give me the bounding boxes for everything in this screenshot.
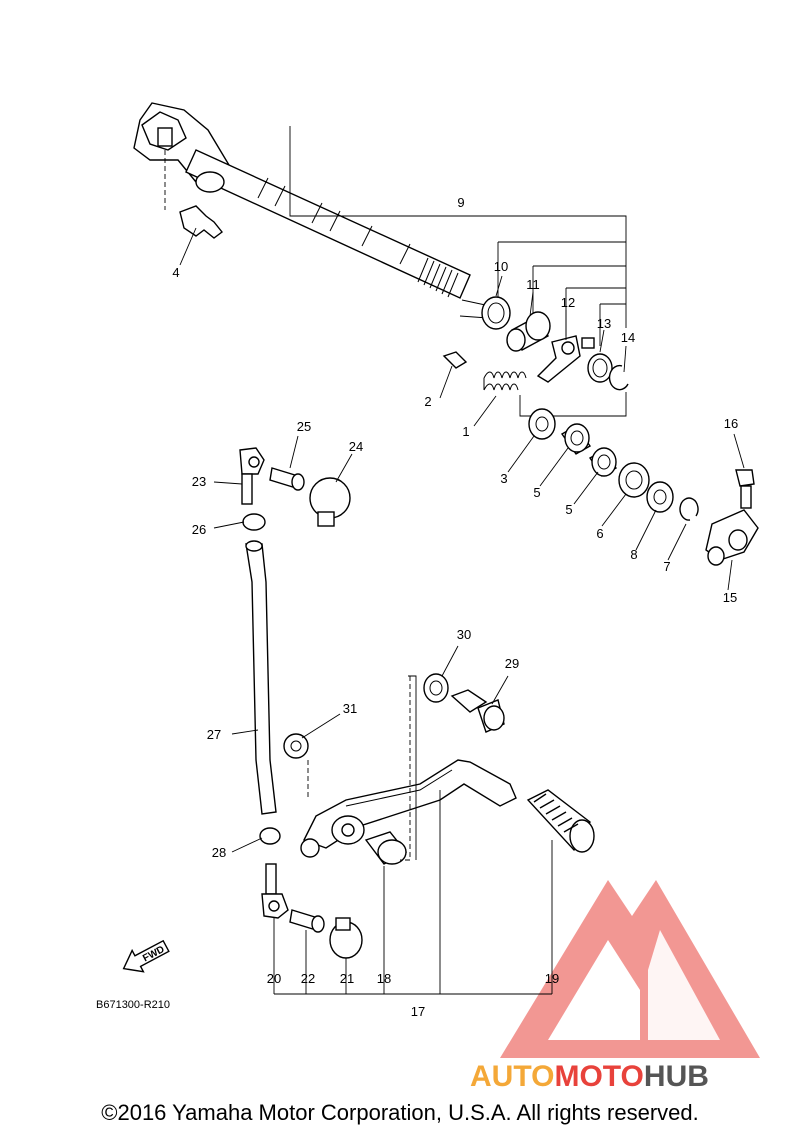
part-28-nut — [259, 827, 281, 845]
callout-16: 16 — [724, 416, 738, 431]
callout-25: 25 — [297, 419, 311, 434]
part-10-torsion-spring — [459, 296, 511, 330]
part-13-washer — [587, 353, 613, 383]
watermark-logo: AUTOMOTOHUB — [470, 880, 760, 1093]
part-8-washer — [646, 481, 674, 513]
leader-lines — [179, 227, 745, 853]
callout-24: 24 — [349, 439, 363, 454]
part-23-rod-end — [239, 447, 265, 505]
callout-19: 19 — [545, 971, 559, 986]
part-26-nut — [242, 513, 266, 531]
svg-text:AUTOMOTOHUB: AUTOMOTOHUB — [470, 1060, 709, 1093]
callout-31: 31 — [343, 701, 357, 716]
part-25-bolt — [269, 467, 305, 491]
watermark-hub: HUB — [644, 1060, 709, 1093]
part-24-cap — [309, 477, 351, 527]
callout-17: 17 — [411, 1004, 425, 1019]
part-5-bearing-a — [560, 423, 592, 455]
shift-shaft — [185, 149, 471, 299]
callout-13: 13 — [597, 316, 611, 331]
copyright-notice: ©2016 Yamaha Motor Corporation, U.S.A. A… — [101, 1100, 699, 1125]
part-4-stud — [179, 205, 223, 239]
part-29-pivot-bolt — [450, 689, 505, 733]
part-1-spring — [483, 371, 527, 391]
callout-22: 22 — [301, 971, 315, 986]
part-3-washer — [528, 408, 556, 440]
diagram-code: B671300-R210 — [96, 999, 170, 1011]
callout-27: 27 — [207, 727, 221, 742]
shift-shaft-group — [133, 102, 759, 566]
part-12-plate — [536, 335, 581, 383]
part-5-bearing-b — [589, 447, 617, 477]
fwd-arrow-icon: FWD — [122, 939, 170, 973]
callout-2: 2 — [424, 394, 431, 409]
callout-23: 23 — [192, 474, 206, 489]
callout-11: 11 — [526, 277, 540, 292]
part-22-bolt — [289, 909, 325, 933]
pedal-group — [273, 673, 595, 995]
callout-30: 30 — [457, 627, 471, 642]
linkage-group — [239, 447, 363, 959]
callout-18: 18 — [377, 971, 391, 986]
part-19-footpeg-rubber — [526, 789, 595, 853]
callout-26: 26 — [192, 522, 206, 537]
watermark-auto: AUTO — [470, 1060, 554, 1093]
callout-21: 21 — [340, 971, 354, 986]
callout-28: 28 — [212, 845, 226, 860]
callout-20: 20 — [267, 971, 281, 986]
callout-5b: 5 — [565, 502, 572, 517]
callout-6: 6 — [596, 526, 603, 541]
part-20-rod-end — [261, 863, 289, 919]
part-30-washer — [423, 673, 449, 703]
callout-7: 7 — [663, 559, 670, 574]
part-18-collar — [364, 831, 408, 865]
part-11-collar — [506, 311, 551, 352]
callout-4: 4 — [172, 265, 179, 280]
watermark-moto: MOTO — [554, 1060, 643, 1093]
callout-1: 1 — [462, 424, 469, 439]
callout-labels: 9 4 10 11 12 13 14 2 1 3 5 5 6 8 7 16 15… — [172, 195, 738, 1019]
part-14-circlip — [608, 364, 629, 391]
part-6-seal — [618, 462, 650, 498]
part-31-washer — [283, 733, 309, 759]
callout-29: 29 — [505, 656, 519, 671]
callout-3: 3 — [500, 471, 507, 486]
callout-15: 15 — [723, 590, 737, 605]
callout-14: 14 — [621, 330, 635, 345]
part-27-rod — [245, 540, 277, 815]
part-21-cap — [329, 917, 363, 959]
callout-8: 8 — [630, 547, 637, 562]
part-15-shift-arm — [705, 509, 759, 566]
fwd-label: FWD — [141, 944, 166, 964]
callout-12: 12 — [561, 295, 575, 310]
part-7-circlip — [679, 497, 699, 521]
callout-5a: 5 — [533, 485, 540, 500]
part-2-screw — [442, 351, 468, 369]
callout-9: 9 — [457, 195, 464, 210]
part-16-bolt — [735, 469, 755, 509]
callout-10: 10 — [494, 259, 508, 274]
